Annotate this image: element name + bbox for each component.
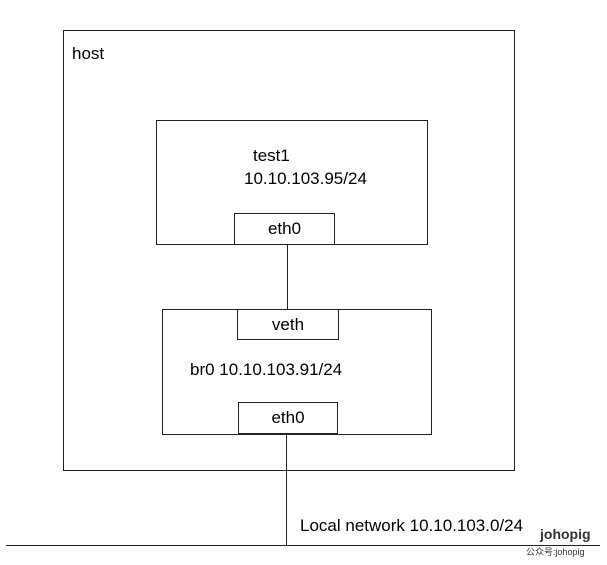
bridge-eth0-port: eth0	[238, 402, 338, 434]
container-name: test1	[253, 146, 290, 165]
bridge-label: br0 10.10.103.91/24	[190, 360, 343, 379]
host-label: host	[72, 44, 105, 63]
container-ip: 10.10.103.95/24	[244, 169, 367, 188]
watermark-caption: 公众号:johopig	[526, 547, 585, 557]
uplink-line	[286, 434, 287, 546]
container-eth0-port: eth0	[234, 213, 335, 245]
local-network-label: Local network 10.10.103.0/24	[300, 516, 524, 535]
watermark-brand: johopig	[540, 526, 591, 542]
veth-link-line	[287, 245, 288, 309]
bridge-veth-port: veth	[237, 309, 339, 340]
host-box	[63, 30, 515, 471]
local-network-line	[6, 545, 600, 546]
